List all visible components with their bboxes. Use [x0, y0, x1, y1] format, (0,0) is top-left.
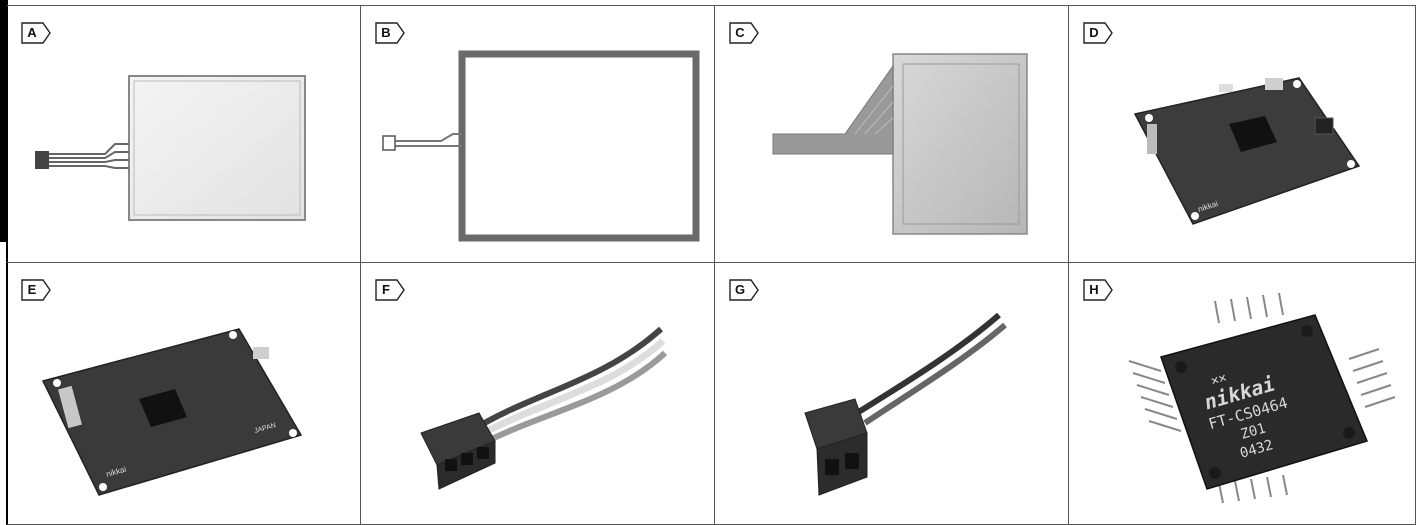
- panel-label-b: B: [375, 22, 405, 44]
- ic-chip-image: ✕✕ nikkai FT-CS0464 Z01 0432: [1128, 292, 1396, 504]
- panel-c: C: [715, 5, 1069, 263]
- panel-label-c: C: [729, 22, 759, 44]
- panel-f: F: [361, 263, 715, 525]
- cable-connector-image: [420, 326, 668, 490]
- panel-g: G: [715, 263, 1069, 525]
- panel-label-d: D: [1083, 22, 1113, 44]
- touch-panel-image: [35, 75, 306, 221]
- panel-a: A: [7, 5, 361, 263]
- controller-board-image: nikkai: [1133, 77, 1361, 225]
- panel-label-a: A: [21, 22, 51, 44]
- panel-label-f: F: [375, 279, 405, 301]
- edge-bar: [0, 0, 8, 242]
- panel-label-h: H: [1083, 279, 1113, 301]
- chip-line3-text: Z01: [1239, 420, 1268, 442]
- panel-d: D nikkai: [1069, 5, 1416, 263]
- svg-text:✕✕: ✕✕: [1209, 370, 1228, 389]
- cable-connector-image: [804, 312, 1007, 496]
- panel-b: B: [361, 5, 715, 263]
- touch-panel-image: [382, 50, 700, 242]
- controller-board-image: JAPAN nikkai: [41, 328, 303, 496]
- panel-h: H ✕✕ nikkai FT-CS0464 Z01 0432: [1069, 263, 1416, 525]
- panel-label-g: G: [729, 279, 759, 301]
- touch-panel-image: [772, 53, 1028, 235]
- panel-e: E JAPAN nikkai: [7, 263, 361, 525]
- product-grid: A B C: [7, 5, 1416, 525]
- panel-label-e: E: [21, 279, 51, 301]
- edge-line: [6, 242, 8, 525]
